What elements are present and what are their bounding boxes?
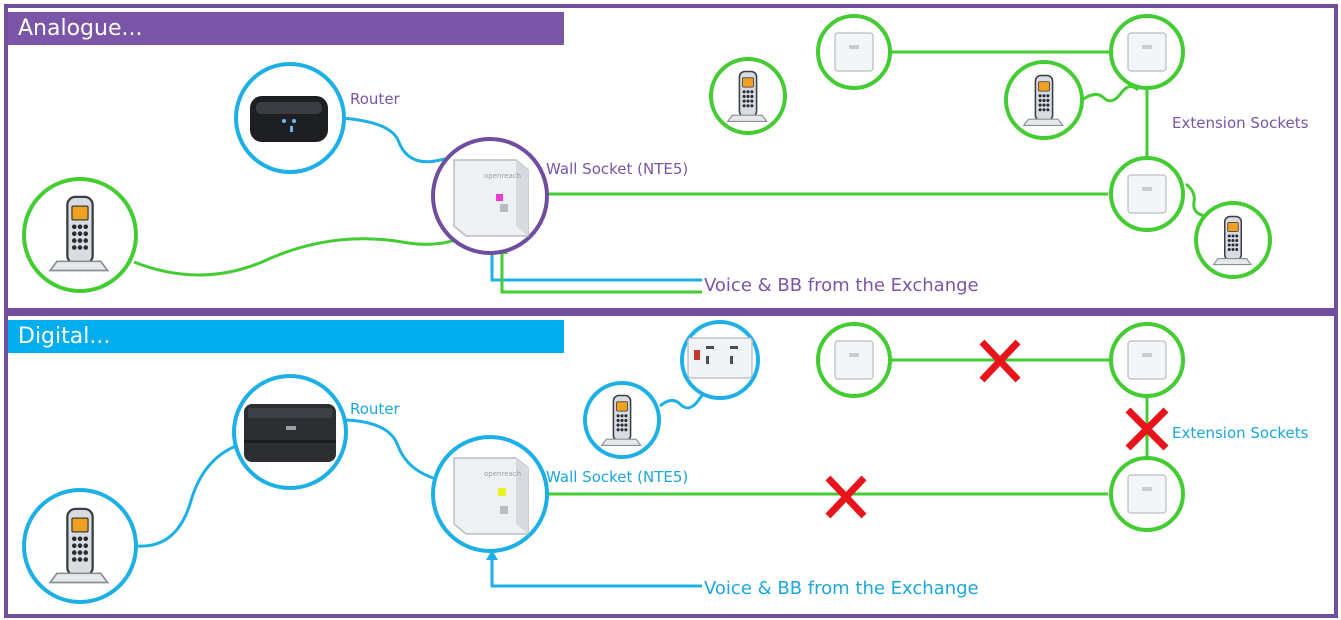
extension-socket-icon [834, 340, 874, 380]
cross-icon [1125, 407, 1169, 451]
analogue-diagram: Router Wall Socket (NTE5) Extension Sock… [22, 14, 1309, 296]
cross-icon [825, 475, 867, 519]
extension-socket-icon [1127, 474, 1167, 514]
router-icon [244, 404, 336, 462]
exchange-blue-line [490, 556, 702, 588]
extension-socket-icon [1127, 32, 1167, 72]
digital-title: Digital... [8, 320, 564, 353]
wall-socket-label: Wall Socket (NTE5) [546, 468, 688, 486]
exchange-blue-arrow [486, 550, 498, 560]
extension-socket-icon [1127, 174, 1167, 214]
wall-socket-label: Wall Socket (NTE5) [546, 160, 688, 178]
power-socket-icon [687, 337, 753, 379]
exchange-blue-line [490, 252, 702, 282]
extension-socket-icon [1127, 340, 1167, 380]
cross-icon [979, 339, 1021, 383]
exchange-label: Voice & BB from the Exchange [704, 578, 979, 599]
wall-socket-icon [453, 159, 529, 237]
phone-to-router-cable [137, 444, 237, 548]
extension-sockets-label: Extension Sockets [1172, 424, 1309, 442]
exchange-label: Voice & BB from the Exchange [704, 275, 979, 296]
extension-phone2-cable [1185, 182, 1207, 218]
extension-phone-cable [1081, 85, 1140, 103]
analogue-title: Analogue... [8, 12, 564, 45]
router-label: Router [350, 400, 401, 418]
exchange-green-line [500, 252, 702, 294]
extension-socket-icon [834, 32, 874, 72]
router-label: Router [350, 90, 401, 108]
wall-socket-icon [453, 457, 529, 535]
extension-sockets-label: Extension Sockets [1172, 114, 1309, 132]
digital-diagram: Router Wall Socket (NTE5) Extension Sock… [22, 320, 1309, 604]
router-icon [250, 96, 328, 142]
